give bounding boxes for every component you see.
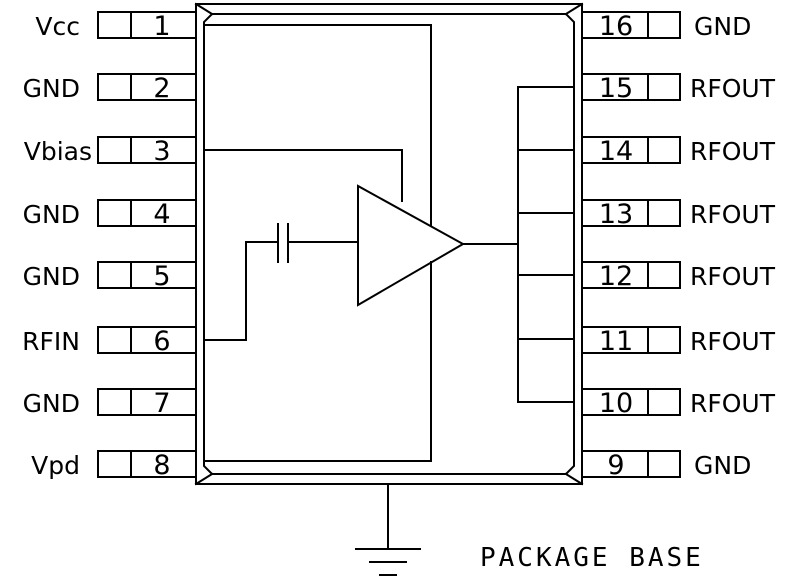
pin-box <box>97 326 197 354</box>
pin-number: 4 <box>153 199 170 230</box>
pin-number: 3 <box>153 136 170 167</box>
pin-box <box>97 199 197 227</box>
right-pin-15: 15 RFOUT <box>581 73 776 104</box>
pin-box <box>581 261 681 289</box>
left-pin-3: 3 Vbias <box>24 136 197 167</box>
pin-label: RFOUT <box>690 200 776 229</box>
left-pin-2: 2 GND <box>23 73 197 104</box>
pin-label: RFIN <box>22 327 80 356</box>
pin-label: RFOUT <box>690 137 776 166</box>
pin-number: 16 <box>599 11 633 42</box>
left-pin-8: 8 Vpd <box>31 450 197 481</box>
vbias-wire <box>203 149 403 202</box>
pin-box <box>97 261 197 289</box>
pin-number: 7 <box>153 388 170 419</box>
right-pin-14: 14 RFOUT <box>581 136 776 167</box>
pin-label: GND <box>23 200 80 229</box>
pin-box <box>581 388 681 416</box>
vcc-wire <box>203 24 432 226</box>
pin-label: RFOUT <box>690 74 776 103</box>
pin-label: RFOUT <box>690 389 776 418</box>
pin-box <box>97 136 197 164</box>
pin-label: Vcc <box>35 12 80 41</box>
package-base-label: PACKAGE BASE <box>480 543 704 573</box>
pin-number: 9 <box>607 450 624 481</box>
left-pin-6: 6 RFIN <box>22 326 197 357</box>
pin-box <box>581 73 681 101</box>
pin-number: 14 <box>599 136 633 167</box>
right-pin-13: 13 RFOUT <box>581 199 776 230</box>
pin-box <box>581 450 681 478</box>
pin-number: 12 <box>599 261 633 292</box>
left-pin-5: 5 GND <box>23 261 197 292</box>
right-pin-10: 10 RFOUT <box>581 388 776 419</box>
pin-label: RFOUT <box>690 327 776 356</box>
left-pin-1: 1 Vcc <box>35 11 197 42</box>
pin-label: RFOUT <box>690 262 776 291</box>
rfin-wire <box>203 241 277 341</box>
pin-number: 10 <box>599 388 633 419</box>
pin-label: GND <box>23 389 80 418</box>
pin-number: 13 <box>599 199 633 230</box>
pin-number: 6 <box>153 326 170 357</box>
pin-label: GND <box>694 12 751 41</box>
pin-label: Vbias <box>24 137 92 166</box>
pin-box <box>97 450 197 478</box>
vpd-wire <box>203 261 432 462</box>
left-pin-4: 4 GND <box>23 199 197 230</box>
pin-box <box>581 326 681 354</box>
pin-label: GND <box>694 451 751 480</box>
pin-label: GND <box>23 262 80 291</box>
right-pin-9: 9 GND <box>581 450 751 481</box>
amplifier-symbol <box>357 184 466 307</box>
pin-box <box>581 136 681 164</box>
pin-box <box>581 199 681 227</box>
pin-number: 2 <box>153 73 170 104</box>
right-pin-12: 12 RFOUT <box>581 261 776 292</box>
pin-number: 11 <box>599 326 633 357</box>
rfout-bus <box>517 86 575 403</box>
right-pin-16: 16 GND <box>581 11 751 42</box>
pin-box <box>97 73 197 101</box>
right-pin-11: 11 RFOUT <box>581 326 776 357</box>
pin-number: 5 <box>153 261 170 292</box>
package-base-ground <box>355 483 421 576</box>
package-body <box>194 2 584 486</box>
pin-box <box>581 11 681 39</box>
pin-label: GND <box>23 74 80 103</box>
internal-wiring <box>203 24 575 462</box>
pin-number: 8 <box>153 450 170 481</box>
pin-number: 15 <box>599 73 633 104</box>
pin-box <box>97 11 197 39</box>
pin-box <box>97 388 197 416</box>
left-pin-7: 7 GND <box>23 388 197 419</box>
pin-number: 1 <box>153 11 170 42</box>
pin-label: Vpd <box>31 451 80 480</box>
